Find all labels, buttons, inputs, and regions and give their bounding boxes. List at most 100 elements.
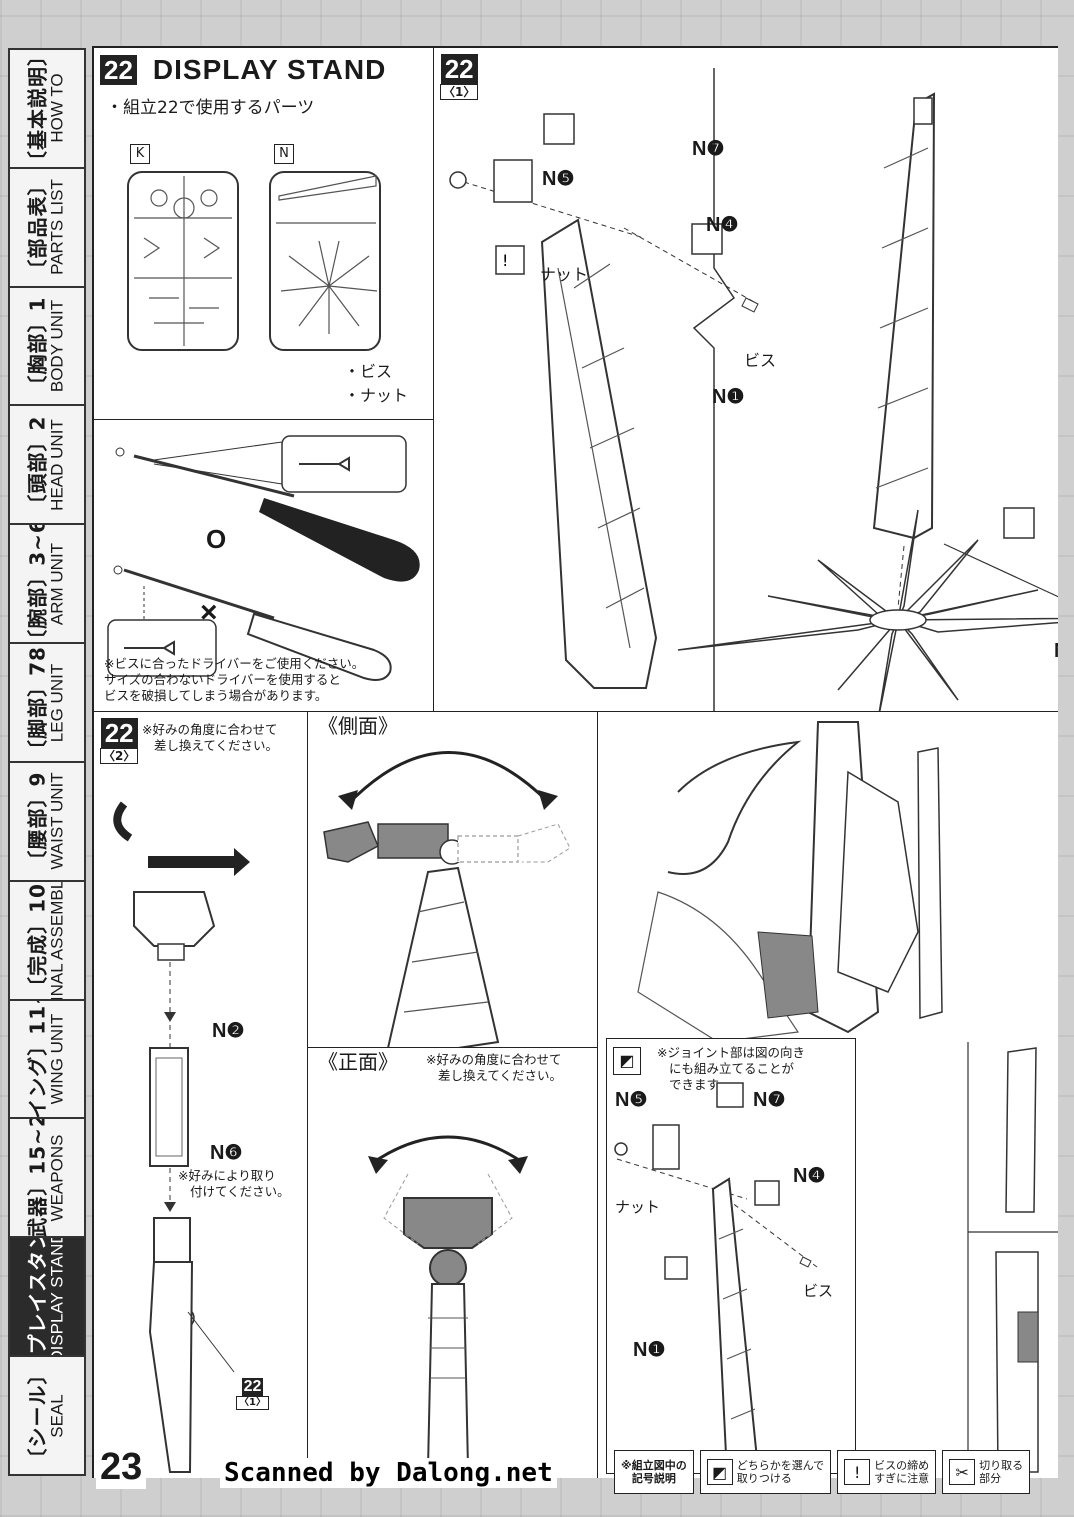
legend-title-line: 記号説明 xyxy=(631,1472,676,1485)
legend-text: 取りつける xyxy=(736,1472,792,1485)
sidebar-tab[interactable]: 〔基本説明〕HOW TO xyxy=(8,48,86,167)
scan-credit: Scanned by Dalong.net xyxy=(220,1458,557,1488)
joint-label-n1: N❶ xyxy=(633,1339,666,1361)
screwdriver-panel: O × ※ビスに合ったドライバーをご使用ください。 サイズの合わないドライバーを… xyxy=(94,420,434,712)
step-22-2-number: 22 xyxy=(100,718,138,748)
step-22-1-sub: 〈1〉 xyxy=(440,84,479,100)
front-view-label: 《正面》 xyxy=(318,1050,398,1074)
legend-title-line: ※組立図中の xyxy=(621,1459,687,1472)
optional-note: ※好みにより取り 付けてください。 xyxy=(178,1168,290,1200)
optional-note-line: ※好みにより取り xyxy=(178,1168,276,1183)
sidebar-tab[interactable]: 〔部品表〕PARTS LIST xyxy=(8,166,86,286)
symbol-legend: ※組立図中の 記号説明 ◩ どちらかを選んで取りつける ! ビスの締めすぎに注意… xyxy=(614,1450,1031,1494)
front-angle-note-line: 差し換えてください。 xyxy=(438,1068,563,1083)
step-22-2-panel: 22 〈2〉 ※好みの角度に合わせて 差し換えてください。 N❷ N❻ ※好みに xyxy=(94,712,308,1478)
sidebar-tab-text: 〔シール〕SEAL xyxy=(25,1363,68,1469)
sidebar-tab-en: WEAPONS xyxy=(47,1134,67,1222)
joint-note-line: できます。 xyxy=(669,1077,731,1092)
joint-note: ※ジョイント部は図の向き にも組み立てることが できます。 xyxy=(657,1045,805,1093)
joint-note-line: ※ジョイント部は図の向き xyxy=(657,1045,805,1060)
side-view-illustration xyxy=(323,751,571,1047)
sidebar-tab-en: LEG UNIT xyxy=(47,663,67,742)
sidebar-tab-en: WAIST UNIT xyxy=(47,772,67,871)
label-n7: N❼ xyxy=(692,138,725,160)
front-angle-note: ※好みの角度に合わせて 差し換えてください。 xyxy=(426,1052,562,1084)
choose-icon: ◩ xyxy=(706,1459,733,1485)
parts-panel: 22 DISPLAY STAND ・組立22で使用するパーツ K N xyxy=(94,48,434,420)
extra-parts-list: ・ビス ・ナット xyxy=(344,360,408,408)
runner-n-label: N xyxy=(274,144,294,164)
label-nut: ナット xyxy=(540,265,589,284)
label-n4: N❹ xyxy=(706,214,739,236)
svg-text:!: ! xyxy=(502,251,508,270)
front-angle-note-line: ※好みの角度に合わせて xyxy=(426,1052,562,1067)
sidebar-tab-jp: 〔胸部〕1 xyxy=(25,296,50,396)
legend-text: すぎに注意 xyxy=(874,1472,930,1485)
step-22-1-illustration: ! xyxy=(449,68,1058,711)
instruction-page: 22 DISPLAY STAND ・組立22で使用するパーツ K N xyxy=(92,46,1058,1478)
legend-item-choose: ◩ どちらかを選んで取りつける xyxy=(699,1450,832,1494)
side-view-label: 《側面》 xyxy=(318,714,398,738)
runner-k-label: K xyxy=(130,144,150,164)
label-screw: ビス xyxy=(744,351,777,370)
sidebar-tab-jp: 〔基本説明〕 xyxy=(25,48,50,167)
front-view-panel: 《正面》 ※好みの角度に合わせて 差し換えてください。 xyxy=(308,1048,598,1478)
joint-label-n5: N❺ xyxy=(615,1089,648,1111)
angle-note-line: ※好みの角度に合わせて xyxy=(142,722,278,737)
sidebar-tab-jp: 〔武器〕15~21 xyxy=(25,1117,50,1237)
sidebar-tab-en: ARM UNIT xyxy=(47,542,67,625)
runner-illustrations xyxy=(127,171,381,351)
label-n6: N❻ xyxy=(210,1142,243,1164)
joint-label-nut: ナット xyxy=(615,1198,661,1216)
sidebar-tab-jp: 〔腕部〕3~6 xyxy=(25,523,50,643)
side-view-panel: 《側面》 xyxy=(308,712,598,1048)
legend-item-cut: ✂ 切り取る部分 xyxy=(942,1450,1031,1494)
screwdriver-illustration xyxy=(107,435,420,681)
sidebar-tab-jp: 〔シール〕 xyxy=(25,1363,50,1469)
label-n2: N❷ xyxy=(212,1020,245,1042)
sidebar-tab-en: HOW TO xyxy=(47,73,67,144)
label-n5: N❺ xyxy=(542,168,575,190)
sidebar-tab[interactable]: 〔シール〕SEAL xyxy=(8,1355,86,1476)
joint-illustration xyxy=(614,1082,818,1477)
step-22-2-illustration xyxy=(113,801,250,1473)
step-22-2-sub: 〈2〉 xyxy=(100,748,139,764)
driver-note-line: ※ビスに合ったドライバーをご使用ください。 xyxy=(104,656,365,671)
extra-part-screw: ・ビス xyxy=(344,362,393,381)
assembled-view-illustration xyxy=(637,721,1058,1478)
joint-label-screw: ビス xyxy=(803,1282,834,1300)
sidebar-tab-text: 〔基本説明〕HOW TO xyxy=(25,48,68,167)
sidebar-tab-en: BODY UNIT xyxy=(47,299,67,393)
step-number: 22 xyxy=(100,55,137,85)
sidebar-tab-text: 〔部品表〕PARTS LIST xyxy=(26,175,68,280)
joint-note-line: にも組み立てることが xyxy=(669,1061,795,1076)
label-n8: N❽ xyxy=(1054,638,1058,663)
step-22-1-panel: 22 〈1〉 ! xyxy=(434,48,1058,712)
page-number: 23 xyxy=(96,1446,147,1489)
joint-option-panel: ◩ ※ジョイント部は図の向き にも組み立てることが できます。 N❺ N❼ N❹ xyxy=(598,712,1058,1478)
step-title: DISPLAY STAND xyxy=(152,54,387,85)
legend-text: 切り取る xyxy=(979,1459,1024,1472)
ng-mark: × xyxy=(200,596,218,629)
sidebar-tab-jp: 〔ウイング〕11~14 xyxy=(25,998,50,1118)
ref-step-number: 22 xyxy=(241,1378,264,1396)
page-footer: 23 Scanned by Dalong.net ※組立図中の 記号説明 ◩ ど… xyxy=(92,1440,1058,1504)
optional-note-line: 付けてください。 xyxy=(190,1184,290,1199)
cut-icon: ✂ xyxy=(949,1459,976,1485)
